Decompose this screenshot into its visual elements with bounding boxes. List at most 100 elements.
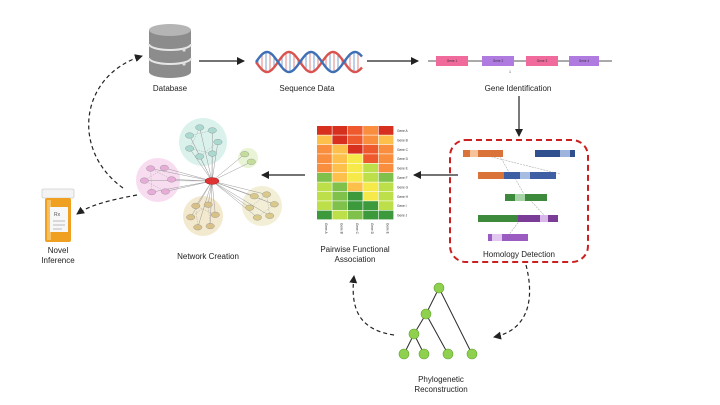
network-edge [211, 180, 270, 217]
gene-box-3 [526, 56, 558, 66]
network-node [246, 158, 256, 165]
homology-dashed-box [449, 139, 589, 263]
heatmap-cell [332, 163, 348, 173]
network-edge [150, 168, 213, 182]
network-graph [136, 118, 282, 236]
network-hub-node [204, 177, 220, 185]
heatmap-cell [347, 201, 363, 210]
gene-box-1 [436, 56, 468, 66]
pairwise-label-line1: Pairwise Functional [320, 245, 390, 254]
tree-node [420, 308, 432, 320]
network-node [265, 212, 275, 219]
heatmap-cell [332, 210, 348, 220]
network-node [146, 165, 156, 172]
heatmap-cell [363, 126, 378, 135]
heatmap-cell [332, 144, 348, 154]
heatmap-cell [363, 154, 378, 163]
gene-tick-label: 1 [509, 70, 511, 74]
network-node [252, 214, 262, 221]
heatmap-cell [363, 201, 378, 210]
heatmap-cell [317, 191, 332, 201]
heatmap-cell [332, 173, 348, 182]
tree-node [433, 282, 445, 294]
phylogenetic-tree [398, 282, 478, 360]
database-icon [148, 24, 192, 78]
tree-node [418, 348, 430, 360]
dna-helix-icon [255, 50, 363, 74]
network-edge [195, 180, 213, 207]
network-node [240, 151, 250, 158]
network-node [269, 201, 279, 208]
heatmap-cell [363, 135, 378, 145]
tree-node [398, 348, 410, 360]
heatmap-cell [317, 154, 332, 163]
network-node [195, 124, 205, 131]
heatmap-cell [378, 126, 394, 135]
network-edge [211, 180, 267, 195]
arrow-network-to-database [88, 54, 143, 189]
network-node [191, 202, 201, 209]
network-node [160, 188, 170, 195]
pairwise-association-label: Pairwise Functional Association [305, 245, 405, 265]
phylo-label-line1: Phylogenetic [418, 375, 464, 384]
heatmap-cell [332, 191, 348, 201]
heatmap-cell [347, 144, 363, 154]
heatmap-row-label: Gene G [397, 185, 409, 189]
network-node [185, 145, 195, 152]
novel-label-line1: Novel [47, 246, 69, 255]
network-edge [211, 180, 275, 205]
dna-strand [255, 50, 363, 74]
novel-inference-label: Novel Inference [28, 246, 88, 266]
arrow-network-to-inference [76, 194, 138, 215]
network-node [203, 201, 213, 208]
database-label: Database [152, 84, 188, 93]
network-node [147, 189, 157, 196]
gene-label: Gene 2 [493, 59, 504, 63]
gene-label: Gene 4 [579, 59, 590, 63]
network-node [205, 223, 215, 230]
gene-label: Gene 1 [447, 59, 458, 63]
heatmap-row-label: Gene H [397, 195, 409, 199]
heatmap-cell [363, 144, 378, 154]
network-edge [207, 180, 213, 205]
network-edge [211, 154, 245, 182]
gene-box-4 [569, 56, 599, 66]
heatmap-cell [317, 182, 332, 192]
homology-detection-label: Homology Detection [482, 250, 556, 259]
heatmap-col-label: Gene E [386, 223, 390, 234]
network-edge [199, 141, 219, 157]
heatmap-cell [363, 173, 378, 182]
network-node [186, 214, 196, 221]
heatmap-cell [378, 191, 394, 201]
heatmap-cell [347, 126, 363, 135]
network-node [249, 193, 259, 200]
network-node [262, 191, 271, 198]
arrow-homology-to-tree [493, 264, 531, 340]
network-edge [211, 180, 258, 218]
network-edge [189, 127, 200, 149]
gene-label: Gene 3 [537, 59, 548, 63]
heatmap-cell [317, 173, 332, 182]
arrow-tree-to-heatmap [349, 275, 395, 336]
heatmap-cell [317, 135, 332, 145]
tree-branch [425, 313, 449, 355]
network-node [139, 177, 149, 184]
gene-identification-label: Gene Identification [484, 84, 552, 93]
network-edge [199, 127, 213, 182]
heatmap-cell [332, 201, 348, 210]
heatmap-cell [378, 210, 394, 220]
heatmap-cell [317, 144, 332, 154]
network-edge [211, 141, 219, 182]
heatmap-cell [332, 154, 348, 163]
network-creation-label: Network Creation [177, 252, 239, 261]
network-node [207, 150, 217, 157]
heatmap-col-label: Gene B [339, 223, 343, 234]
network-node [185, 132, 195, 139]
heatmap-cell [332, 135, 348, 145]
heatmap-row-label: Gene F [397, 176, 408, 180]
heatmap-col-label: Gene A [324, 223, 328, 235]
homology-alignment-bars [463, 150, 575, 241]
heatmap-row-label: Gene J [397, 214, 408, 218]
